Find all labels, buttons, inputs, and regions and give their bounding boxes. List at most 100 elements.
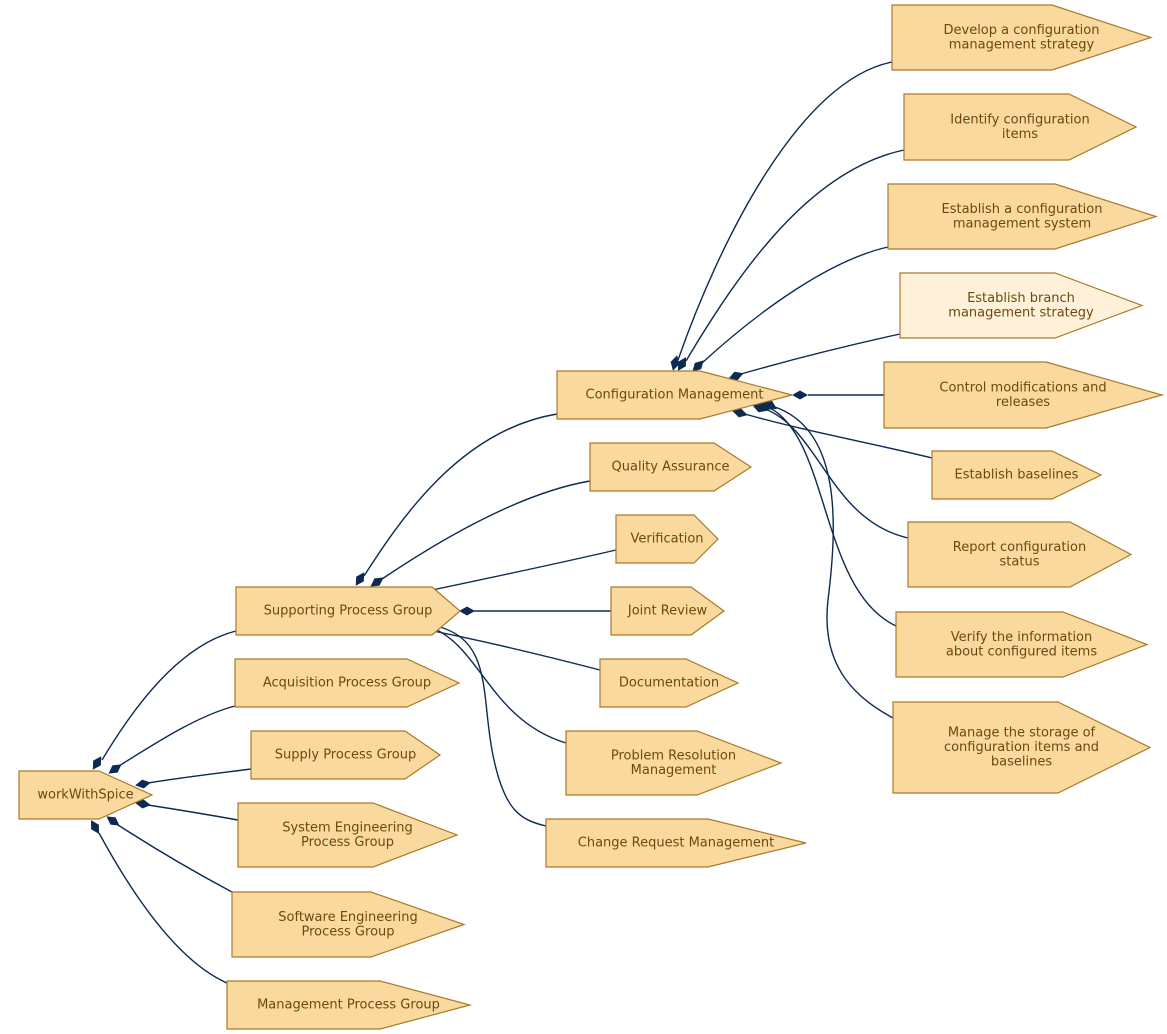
edge-supporting-to-config bbox=[355, 413, 558, 586]
composition-diamond-icon bbox=[91, 820, 99, 834]
node-label: items bbox=[1002, 127, 1038, 142]
node-shape bbox=[887, 183, 1158, 250]
node-label: Manage the storage of bbox=[948, 726, 1096, 741]
node-label: Process Group bbox=[301, 924, 394, 939]
node-shape bbox=[237, 802, 459, 868]
node-label: Supply Process Group bbox=[275, 748, 416, 763]
edge-supporting-to-qa bbox=[370, 480, 591, 587]
node-label: Acquisition Process Group bbox=[263, 676, 431, 691]
node-change[interactable]: Change Request Management bbox=[545, 818, 807, 868]
node-shape bbox=[615, 514, 719, 564]
connector-line bbox=[98, 832, 228, 984]
connector-line bbox=[381, 480, 591, 580]
node-label: Management Process Group bbox=[257, 998, 440, 1013]
connector-line bbox=[101, 630, 237, 761]
node-label: Process Group bbox=[301, 835, 394, 850]
node-label: Control modifications and bbox=[939, 380, 1106, 395]
connector-line bbox=[118, 705, 236, 767]
composition-diamond-icon bbox=[670, 355, 680, 371]
node-shape bbox=[235, 586, 461, 636]
node-joint[interactable]: Joint Review bbox=[610, 586, 726, 636]
connector-line bbox=[429, 626, 567, 744]
node-baselines[interactable]: Establish baselines bbox=[931, 450, 1103, 500]
node-label: Report configuration bbox=[953, 540, 1086, 555]
node-supply[interactable]: Supply Process Group bbox=[250, 730, 442, 780]
node-label: System Engineering bbox=[282, 820, 413, 835]
composition-diamond-icon bbox=[732, 408, 748, 418]
composition-diamond-icon bbox=[135, 799, 151, 809]
connector-line bbox=[701, 246, 889, 364]
edge-supporting-to-joint bbox=[459, 606, 611, 616]
composition-diamond-icon bbox=[752, 403, 768, 413]
node-label: configuration items and bbox=[944, 740, 1099, 755]
node-label: status bbox=[1000, 554, 1040, 569]
node-documentation[interactable]: Documentation bbox=[599, 658, 740, 708]
node-label: Change Request Management bbox=[578, 836, 774, 851]
node-label: baselines bbox=[991, 755, 1052, 770]
node-root[interactable]: workWithSpice bbox=[18, 770, 154, 820]
node-shape bbox=[18, 770, 154, 820]
composition-diamond-icon bbox=[678, 357, 686, 371]
node-label: Documentation bbox=[619, 676, 719, 691]
connector-line bbox=[363, 413, 558, 577]
node-shape bbox=[903, 93, 1138, 161]
edge-config-to-storage bbox=[763, 401, 894, 719]
node-supporting[interactable]: Supporting Process Group bbox=[235, 586, 461, 636]
node-label: management system bbox=[953, 216, 1091, 231]
node-config[interactable]: Configuration Management bbox=[556, 370, 795, 420]
node-label: Software Engineering bbox=[278, 910, 417, 925]
edge-root-to-supply bbox=[135, 768, 252, 789]
node-shape bbox=[250, 730, 442, 780]
node-shape bbox=[610, 586, 726, 636]
node-shape bbox=[599, 658, 740, 708]
node-shape bbox=[899, 272, 1144, 339]
edge-config-to-identify bbox=[678, 149, 905, 371]
node-shape bbox=[226, 980, 473, 1030]
node-label: management strategy bbox=[949, 37, 1095, 52]
edge-config-to-establish_sys bbox=[692, 246, 889, 372]
node-acquisition[interactable]: Acquisition Process Group bbox=[234, 658, 461, 708]
node-label: Establish baselines bbox=[955, 468, 1079, 483]
composition-diamond-icon bbox=[108, 764, 122, 774]
node-management[interactable]: Management Process Group bbox=[226, 980, 473, 1030]
node-shape bbox=[895, 611, 1149, 678]
edge-config-to-control bbox=[792, 390, 884, 400]
connector-line bbox=[147, 768, 252, 784]
node-verification[interactable]: Verification bbox=[615, 514, 719, 564]
node-label: Management bbox=[631, 763, 717, 778]
connector-line bbox=[417, 549, 617, 594]
node-label: Verification bbox=[630, 532, 703, 547]
edges bbox=[91, 61, 933, 984]
edge-config-to-branch bbox=[728, 333, 901, 381]
edge-root-to-syseng bbox=[135, 799, 239, 821]
composition-diamond-icon bbox=[355, 572, 365, 586]
node-label: Establish branch bbox=[967, 291, 1075, 306]
node-label: releases bbox=[996, 395, 1050, 410]
connector-line bbox=[685, 149, 905, 362]
node-shape bbox=[231, 891, 466, 958]
node-label: Establish a configuration bbox=[941, 202, 1102, 217]
node-qa[interactable]: Quality Assurance bbox=[589, 442, 753, 492]
connector-line bbox=[147, 804, 239, 821]
node-label: management strategy bbox=[948, 305, 1094, 320]
edge-root-to-sweng bbox=[106, 816, 233, 893]
node-label: Develop a configuration bbox=[944, 23, 1100, 38]
node-shape bbox=[883, 361, 1165, 429]
connector-line bbox=[769, 407, 897, 627]
node-label: Identify configuration bbox=[950, 112, 1089, 127]
composition-diamond-icon bbox=[728, 371, 744, 381]
node-label: Verify the information bbox=[951, 630, 1093, 645]
composition-diamond-icon bbox=[459, 606, 475, 616]
